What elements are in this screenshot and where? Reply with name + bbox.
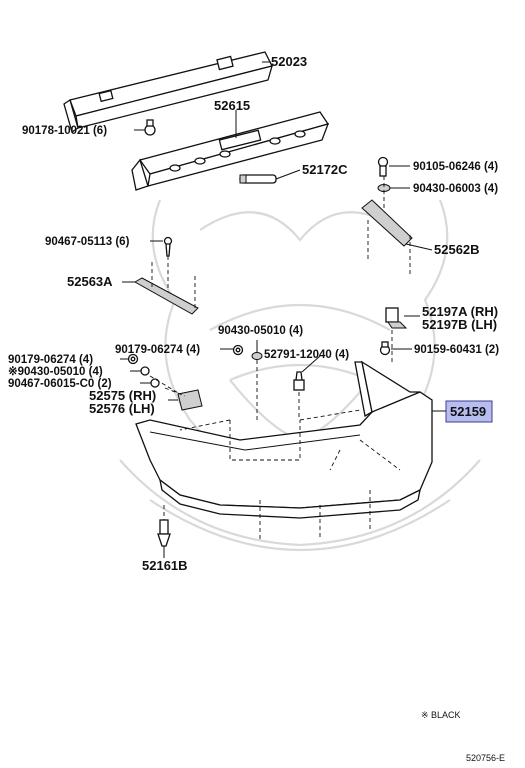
pin-52172C[interactable] xyxy=(239,174,277,184)
clip-90467-05113[interactable] xyxy=(163,236,173,257)
label-90467-05113: 90467-05113 (6) xyxy=(45,236,130,248)
label-90105: 90105-06246 (4) xyxy=(413,161,498,173)
label-52172C: 52172C xyxy=(302,162,348,177)
note-black: ※ BLACK xyxy=(421,710,461,720)
label-52023: 52023 xyxy=(271,54,307,69)
nut-90179-left[interactable] xyxy=(127,353,139,365)
diagram-code: 520756-E xyxy=(466,753,505,763)
bolt-90105[interactable] xyxy=(377,156,389,177)
washer-90430-05010-top[interactable] xyxy=(251,352,263,360)
bolt-90159[interactable] xyxy=(379,341,391,356)
label-90159: 90159-60431 (2) xyxy=(414,344,499,356)
label-52159[interactable]: 52159 xyxy=(450,404,486,419)
label-52575: 52575 (RH) xyxy=(89,388,156,403)
label-52791: 52791-12040 (4) xyxy=(264,349,349,361)
retainer-52562B[interactable] xyxy=(361,199,413,247)
clip-52161B[interactable] xyxy=(157,519,171,547)
label-90178: 90178-10021 (6) xyxy=(22,125,107,137)
nut-90179-top[interactable] xyxy=(232,344,244,356)
label-52197B: 52197B (LH) xyxy=(422,317,497,332)
label-52161B: 52161B xyxy=(142,558,188,573)
label-90179-left: 90179-06274 (4) xyxy=(8,354,93,366)
label-52563A: 52563A xyxy=(67,274,113,289)
label-52197A: 52197A (RH) xyxy=(422,304,498,319)
bolt-90178[interactable] xyxy=(144,119,156,136)
clip-52197[interactable] xyxy=(385,307,408,329)
label-52615: 52615 xyxy=(214,98,250,113)
bracket-52575-52576[interactable] xyxy=(177,389,203,411)
bumper-cover-52159[interactable] xyxy=(135,360,433,519)
label-52576: 52576 (LH) xyxy=(89,401,155,416)
label-90179-top: 90179-06274 (4) xyxy=(115,344,200,356)
label-90467-06015: 90467-06015-C0 (2) xyxy=(8,378,112,390)
absorber-52615[interactable] xyxy=(131,111,330,191)
label-90430-05010-left: ※90430-05010 (4) xyxy=(8,365,103,378)
screw-52791[interactable] xyxy=(293,371,305,391)
washer-90430-05010-left[interactable] xyxy=(140,366,150,376)
label-90430-06003: 90430-06003 (4) xyxy=(413,183,498,195)
retainer-52563A[interactable] xyxy=(133,277,199,315)
label-90430-05010-top: 90430-05010 (4) xyxy=(218,325,303,337)
reinforcement-52023[interactable] xyxy=(63,51,273,134)
label-52562B: 52562B xyxy=(434,242,480,257)
